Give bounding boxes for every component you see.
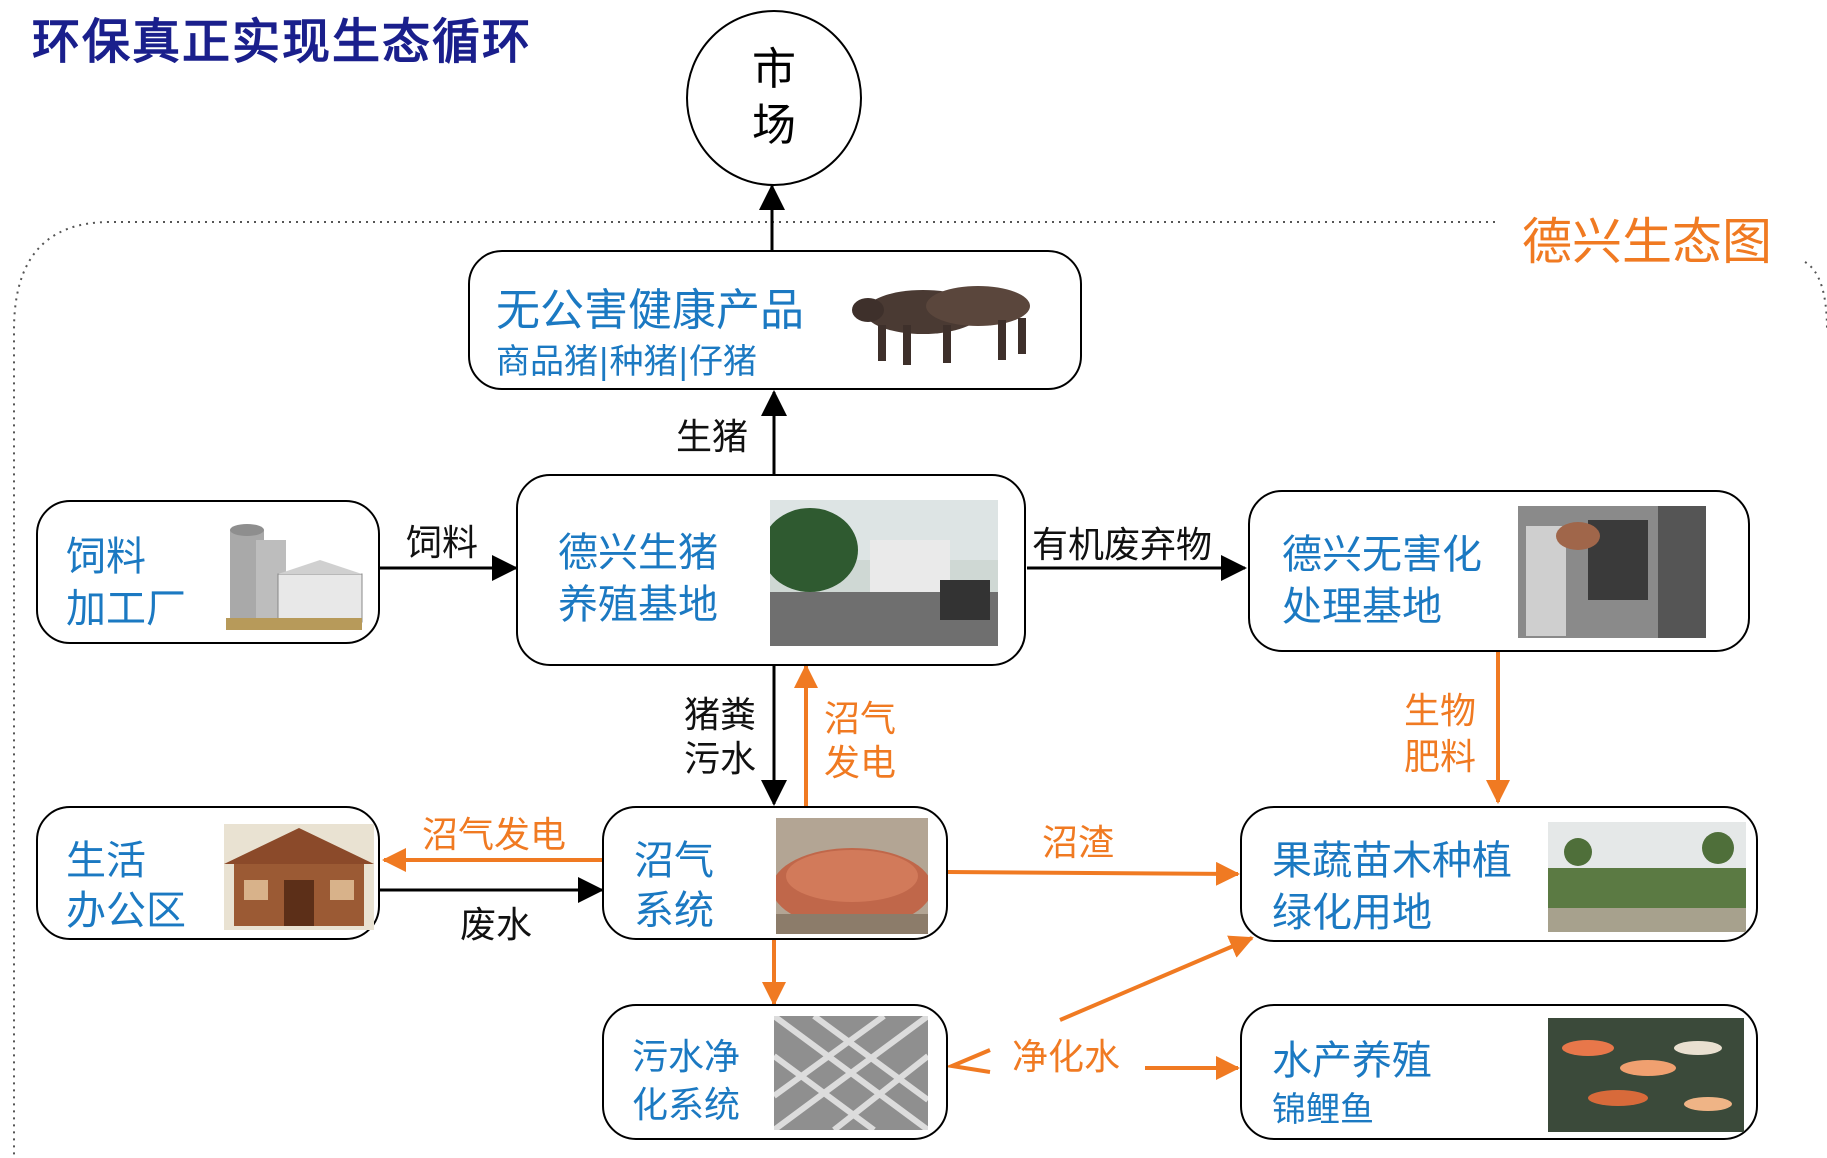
aquaculture-node: 水产养殖 锦鲤鱼 — [1240, 1004, 1758, 1140]
edge-live-pig-label: 生猪 — [676, 417, 749, 458]
market-label: 市场 — [752, 44, 796, 151]
biogas-node: 沼气 系统 — [602, 806, 948, 940]
orchard-line2: 绿化用地 — [1272, 890, 1432, 936]
pigs-photo — [848, 270, 1038, 374]
edge-biogas-power-left-label: 沼气发电 — [422, 815, 567, 856]
edge-biogas-power-up-label-1: 沼气 — [824, 699, 897, 740]
edge-feed-label: 饲料 — [406, 523, 479, 564]
page-title: 环保真正实现生态循环 — [32, 14, 533, 70]
orchard-line1: 果蔬苗木种植 — [1272, 838, 1512, 884]
office-photo — [224, 824, 374, 930]
harmless-node: 德兴无害化 处理基地 — [1248, 490, 1750, 652]
edge-manure-label-2: 污水 — [684, 739, 757, 780]
purify-line2: 化系统 — [632, 1085, 741, 1126]
edge-bio-fertilizer-label-1: 生物 — [1404, 691, 1477, 732]
edge-wastewater-label: 废水 — [460, 905, 533, 946]
office-node: 生活 办公区 — [36, 806, 380, 940]
orchard-node: 果蔬苗木种植 绿化用地 — [1240, 806, 1758, 942]
edge-biogas-power-up-label-2: 发电 — [824, 743, 897, 784]
edge-biogas-residue-label: 沼渣 — [1042, 823, 1115, 864]
harmless-line2: 处理基地 — [1282, 584, 1442, 630]
koi-photo — [1548, 1018, 1744, 1132]
orchard-photo — [1548, 822, 1746, 932]
purify-line1: 污水净 — [632, 1037, 741, 1078]
product-subtitle: 商品猪|种猪|仔猪 — [496, 342, 757, 382]
mesh-photo — [774, 1016, 928, 1130]
market-node: 市场 — [686, 10, 862, 186]
pig-base-node: 德兴生猪 养殖基地 — [516, 474, 1026, 666]
biogas-line1: 沼气 — [634, 838, 714, 884]
feed-factory-node: 饲料 加工厂 — [36, 500, 380, 644]
feed-factory-line2: 加工厂 — [66, 586, 186, 632]
office-line2: 办公区 — [66, 888, 186, 934]
base-photo — [770, 500, 998, 646]
arrow-purified-to-orchard — [1059, 935, 1254, 1022]
edge-purified-water-label: 净化水 — [1012, 1037, 1121, 1078]
office-line1: 生活 — [66, 838, 146, 884]
arrow-biogas-residue — [947, 861, 1240, 886]
edge-organic-waste-label: 有机废弃物 — [1032, 525, 1213, 566]
diagram-title: 德兴生态图 — [1522, 213, 1772, 271]
aquaculture-line1: 水产养殖 — [1272, 1038, 1432, 1084]
biogas-line2: 系统 — [634, 888, 714, 934]
factory-photo — [216, 510, 366, 638]
product-node: 无公害健康产品 商品猪|种猪|仔猪 — [468, 250, 1082, 390]
harmless-line1: 德兴无害化 — [1282, 532, 1482, 578]
purify-node: 污水净 化系统 — [602, 1004, 948, 1140]
treatment-photo — [1518, 506, 1706, 638]
pig-base-line1: 德兴生猪 — [558, 530, 718, 576]
pig-base-line2: 养殖基地 — [558, 582, 718, 628]
purified-water-bracket — [944, 1048, 991, 1074]
feed-factory-line1: 饲料 — [66, 534, 146, 580]
edge-bio-fertilizer-label-2: 肥料 — [1404, 737, 1477, 778]
biogas-photo — [776, 818, 928, 934]
aquaculture-line2: 锦鲤鱼 — [1272, 1090, 1374, 1130]
product-title: 无公害健康产品 — [496, 285, 804, 336]
edge-manure-label-1: 猪粪 — [684, 695, 757, 736]
